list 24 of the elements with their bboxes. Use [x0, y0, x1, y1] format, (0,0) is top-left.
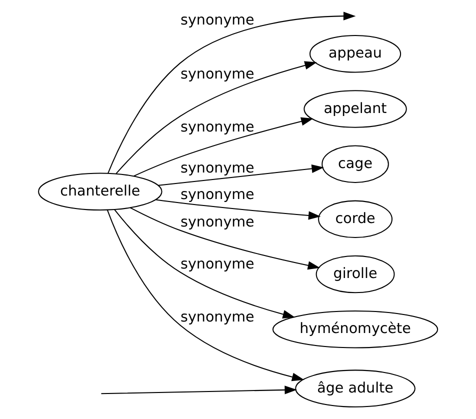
edge-label: synonyme: [180, 256, 254, 272]
node-ellipse: chanterelle: [38, 172, 162, 210]
arrow: [134, 116, 314, 176]
edge-label: synonyme: [180, 160, 254, 176]
edge-label: synonyme: [180, 66, 254, 82]
arrow: [158, 164, 324, 186]
arrow: [130, 206, 320, 270]
node-ellipse: appelant: [304, 90, 407, 128]
arrow: [156, 198, 321, 220]
arrow: [116, 60, 317, 174]
edge-label: synonyme: [180, 214, 254, 230]
edge-label: synonyme: [180, 308, 254, 325]
edge-label: synonyme: [180, 186, 254, 202]
edge-label: synonyme: [180, 119, 254, 136]
arrow: [114, 209, 296, 318]
node-ellipse: appeau: [309, 34, 402, 72]
node-ellipse: âge adulte: [295, 369, 416, 407]
node-ellipse: cage: [322, 144, 389, 182]
arrow: [108, 11, 356, 173]
arrow: [106, 209, 304, 381]
arrow: [101, 385, 297, 394]
node-ellipse: girolle: [316, 254, 395, 293]
edge-label: synonyme: [180, 12, 254, 28]
node-ellipse: corde: [318, 200, 393, 238]
